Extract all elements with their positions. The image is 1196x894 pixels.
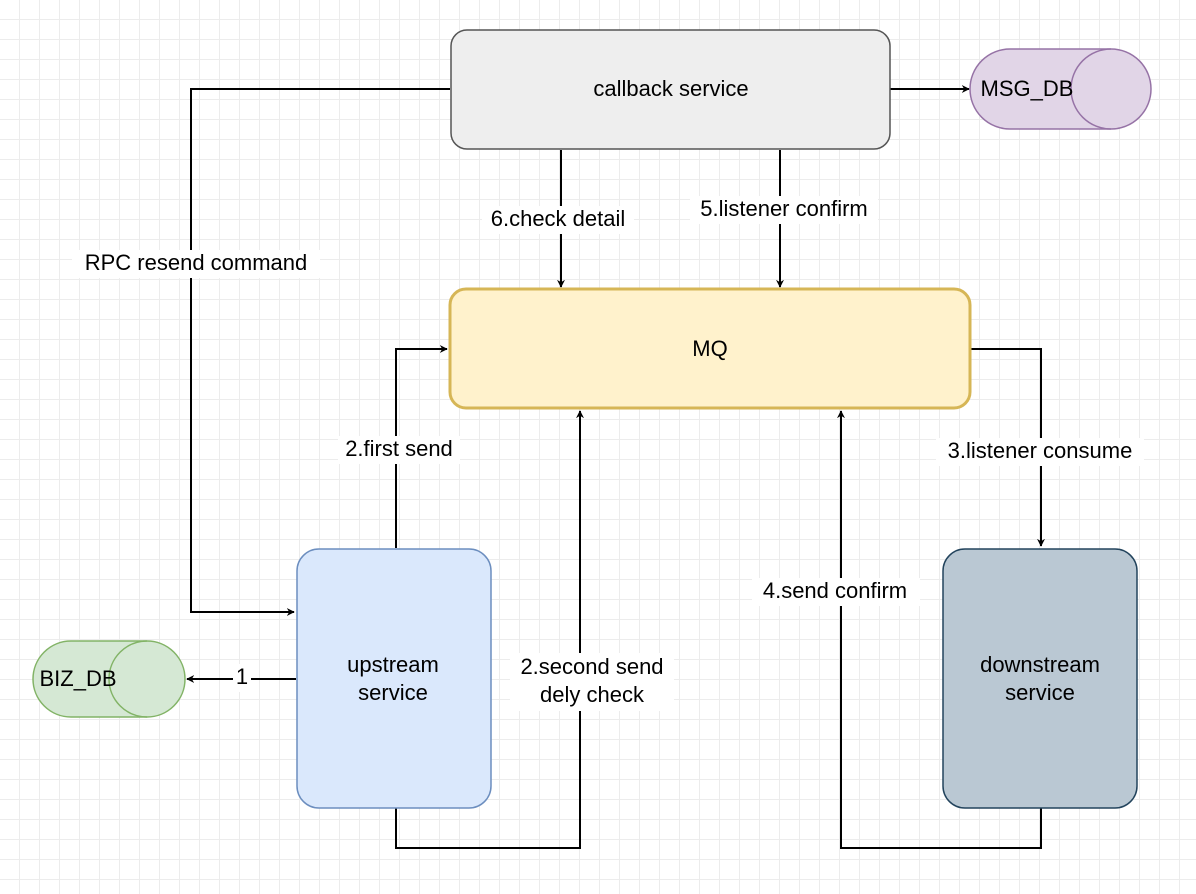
label-send-confirm-bg <box>752 578 920 606</box>
callback-service-label: callback service <box>593 76 748 101</box>
msg-db-label: MSG_DB <box>981 76 1074 101</box>
edge-listener-consume[interactable] <box>970 348 1045 547</box>
label-listener-confirm-bg <box>690 196 878 224</box>
upstream-service-label-line2: service <box>358 680 428 705</box>
edge-second-send[interactable] <box>395 410 584 849</box>
label-rpc-resend-bg <box>72 250 320 278</box>
label-listener-confirm: 5.listener confirm <box>690 196 878 224</box>
upstream-service-label-line1: upstream <box>347 652 439 677</box>
label-send-confirm: 4.send confirm <box>752 578 920 606</box>
node-downstream-service[interactable]: downstream service <box>942 548 1138 809</box>
label-check-detail-bg <box>482 206 634 234</box>
edge-first-send[interactable] <box>395 345 448 548</box>
biz-db-label: BIZ_DB <box>39 666 116 691</box>
label-check-detail: 6.check detail <box>482 206 634 234</box>
label-write-biz-db: 1 <box>233 664 251 692</box>
label-listener-consume-text: 3.listener consume <box>948 438 1133 463</box>
node-biz-db[interactable]: BIZ_DB <box>32 640 186 718</box>
label-listener-confirm-text: 5.listener confirm <box>700 196 868 221</box>
biz-db-cap <box>108 640 148 718</box>
node-callback-service[interactable]: callback service <box>450 29 891 150</box>
upstream-service-box <box>296 548 492 809</box>
label-write-biz-db-bg <box>233 664 251 692</box>
node-mq[interactable]: MQ <box>448 287 972 410</box>
downstream-service-box <box>942 548 1138 809</box>
label-check-detail-text: 6.check detail <box>491 206 626 231</box>
downstream-service-label-line1: downstream <box>980 652 1100 677</box>
msg-db-cap <box>1070 48 1112 130</box>
callback-service-box <box>450 29 891 150</box>
label-send-confirm-text: 4.send confirm <box>763 578 907 603</box>
label-first-send-bg <box>338 436 460 464</box>
label-second-send: 2.second send dely check <box>510 653 674 711</box>
label-listener-consume: 3.listener consume <box>936 438 1144 466</box>
mq-box <box>448 287 972 410</box>
label-first-send-text: 2.first send <box>345 436 453 461</box>
label-write-biz-db-text: 1 <box>236 664 248 689</box>
label-second-send-bg <box>510 653 674 711</box>
label-second-send-line2: dely check <box>540 682 645 707</box>
node-msg-db[interactable]: MSG_DB <box>969 48 1152 130</box>
label-rpc-resend: RPC resend command <box>72 250 320 278</box>
label-rpc-resend-text: RPC resend command <box>85 250 308 275</box>
label-first-send: 2.first send <box>338 436 460 464</box>
label-second-send-line1: 2.second send <box>520 654 663 679</box>
mq-label: MQ <box>692 336 727 361</box>
edge-rpc-resend[interactable] <box>190 88 450 616</box>
label-listener-consume-bg <box>936 438 1144 466</box>
edge-send-confirm[interactable] <box>837 410 1042 849</box>
downstream-service-label-line2: service <box>1005 680 1075 705</box>
node-upstream-service[interactable]: upstream service <box>296 548 492 809</box>
